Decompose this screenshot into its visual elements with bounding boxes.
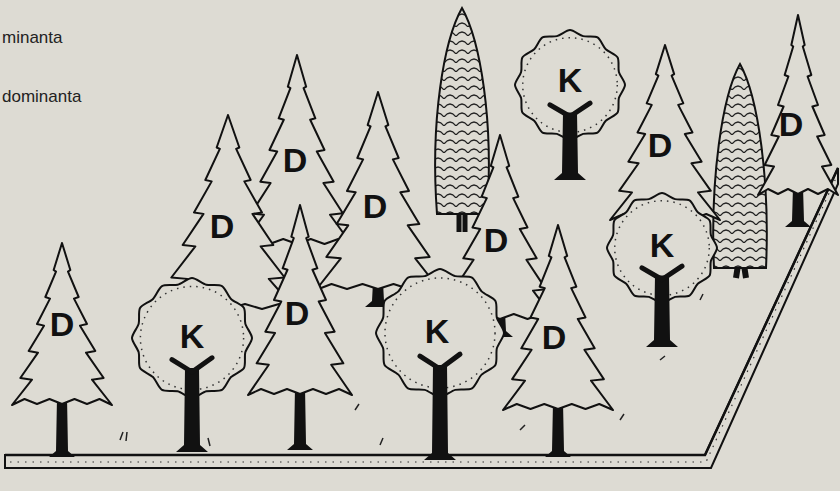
tree-letter: K (558, 63, 583, 97)
tree-letter: K (180, 319, 205, 353)
deciduous-tree: K (507, 22, 633, 182)
tree-letter: D (363, 189, 388, 223)
legend-fragment: minanta (2, 29, 62, 48)
cypress-tree (713, 64, 767, 278)
cypress-tree (435, 8, 489, 232)
deciduous-tree: K (599, 185, 725, 349)
tree-outline (507, 22, 633, 182)
tree-letter: D (285, 296, 310, 330)
conifer-tree: D (0, 239, 128, 461)
tree-outline (368, 261, 512, 462)
deciduous-tree: K (368, 261, 512, 462)
conifer-tree: D (742, 11, 840, 231)
deciduous-tree: K (124, 270, 260, 454)
tree-outline (0, 239, 128, 461)
tree-letter: K (650, 228, 675, 262)
tree-letter: D (484, 223, 509, 257)
tree-letter: D (50, 307, 75, 341)
ground-stipple (10, 178, 836, 462)
tree-outline (599, 185, 725, 349)
tree-letter: D (283, 143, 308, 177)
tree-letter: D (210, 209, 235, 243)
tree-letter: D (779, 107, 804, 141)
tree-outline (124, 270, 260, 454)
tree-letter: D (542, 320, 567, 354)
conifer-tree: D (487, 221, 629, 461)
conifer-tree: D (232, 201, 368, 454)
tree-letter: D (648, 128, 673, 162)
legend-fragment: dominanta (2, 88, 81, 107)
tree-letter: K (425, 314, 450, 348)
